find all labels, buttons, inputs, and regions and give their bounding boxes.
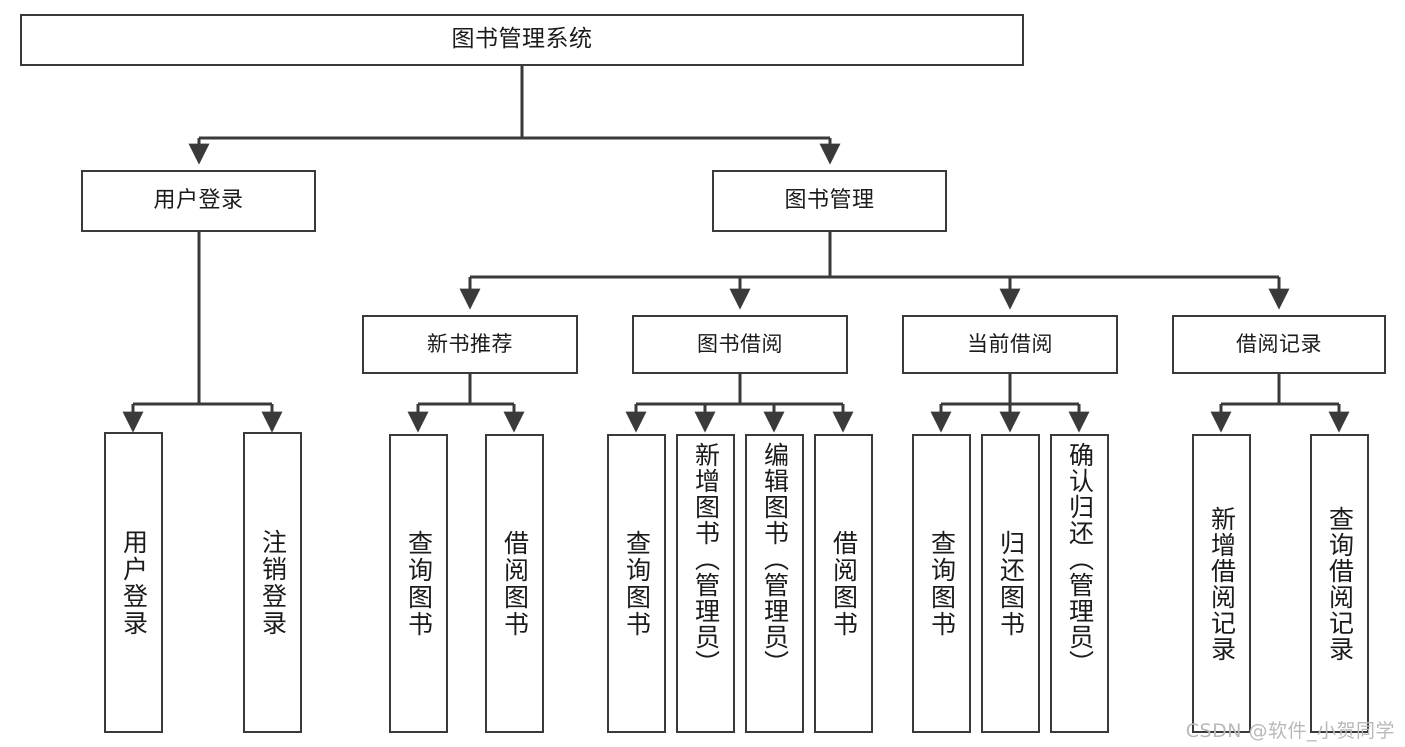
leaf-user-login-logout[interactable]: 注销登录 <box>243 432 302 733</box>
leaf-current-borrow-confirm-return-admin[interactable]: 确认归还（管理员） <box>1050 434 1109 733</box>
leaf-current-borrow-query-book[interactable]: 查询图书 <box>912 434 971 733</box>
node-label: 图书借阅 <box>697 332 783 357</box>
node-current-borrow[interactable]: 当前借阅 <box>902 315 1118 374</box>
leaf-new-book-query-book[interactable]: 查询图书 <box>389 434 448 733</box>
node-label: 图书管理 <box>784 188 875 214</box>
node-label: 借阅图书 <box>829 529 859 638</box>
node-label: 当前借阅 <box>967 332 1053 357</box>
leaf-borrow-record-query-record[interactable]: 查询借阅记录 <box>1310 434 1369 733</box>
leaf-new-book-borrow-book[interactable]: 借阅图书 <box>485 434 544 733</box>
node-label: 查询图书 <box>404 529 434 638</box>
node-label: 新书推荐 <box>427 332 513 357</box>
leaf-user-login-login[interactable]: 用户登录 <box>104 432 163 733</box>
node-label: 借阅记录 <box>1236 332 1322 357</box>
node-new-book-recommend[interactable]: 新书推荐 <box>362 315 578 374</box>
node-label: 注销登录 <box>258 528 288 637</box>
node-label: 归还图书 <box>996 529 1026 638</box>
node-label: 图书管理系统 <box>451 26 593 53</box>
node-borrow-record[interactable]: 借阅记录 <box>1172 315 1386 374</box>
node-root-book-management-system[interactable]: 图书管理系统 <box>20 14 1024 66</box>
node-label: 确认归还（管理员） <box>1065 442 1095 676</box>
node-label: 用户登录 <box>119 528 149 637</box>
node-user-login[interactable]: 用户登录 <box>81 170 316 232</box>
node-book-management[interactable]: 图书管理 <box>712 170 947 232</box>
node-label: 新增图书（管理员） <box>691 442 721 676</box>
leaf-borrow-record-add-record[interactable]: 新增借阅记录 <box>1192 434 1251 733</box>
node-label: 查询借阅记录 <box>1325 505 1355 662</box>
leaf-book-borrow-edit-book-admin[interactable]: 编辑图书（管理员） <box>745 434 804 733</box>
node-book-borrow[interactable]: 图书借阅 <box>632 315 848 374</box>
leaf-book-borrow-query-book[interactable]: 查询图书 <box>607 434 666 733</box>
node-label: 查询图书 <box>622 529 652 638</box>
node-label: 查询图书 <box>927 529 957 638</box>
leaf-book-borrow-add-book-admin[interactable]: 新增图书（管理员） <box>676 434 735 733</box>
node-label: 新增借阅记录 <box>1207 505 1237 662</box>
node-label: 编辑图书（管理员） <box>760 442 790 676</box>
node-label: 用户登录 <box>153 188 244 214</box>
csdn-watermark: CSDN @软件_小贺同学 <box>1185 720 1395 742</box>
node-label: 借阅图书 <box>500 529 530 638</box>
leaf-current-borrow-return-book[interactable]: 归还图书 <box>981 434 1040 733</box>
leaf-book-borrow-borrow-book[interactable]: 借阅图书 <box>814 434 873 733</box>
